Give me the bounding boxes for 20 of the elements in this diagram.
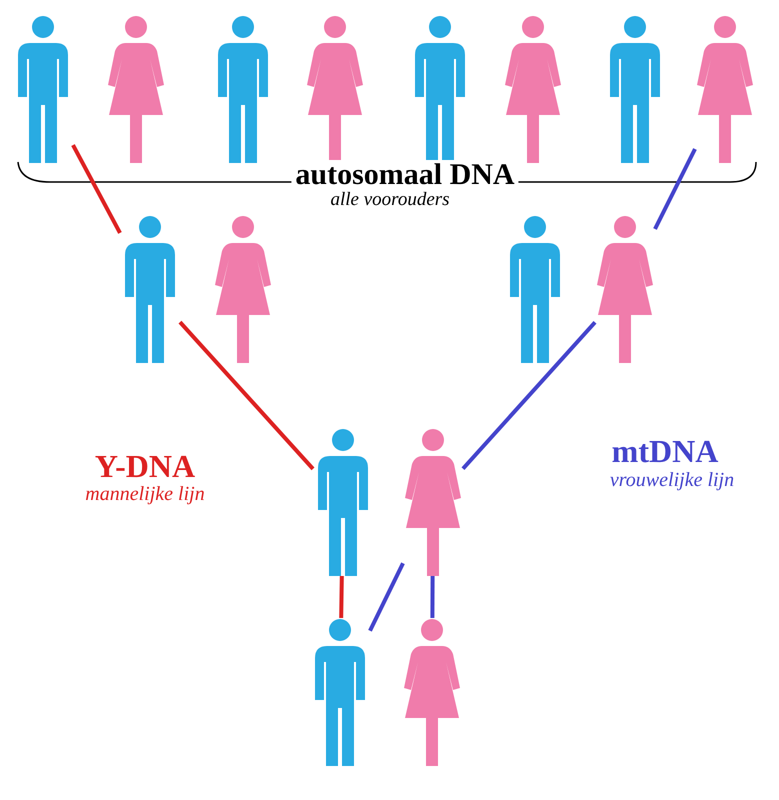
lineage-line: [339, 576, 344, 618]
woman-icon: [403, 428, 463, 576]
woman-icon: [305, 15, 365, 163]
woman-icon: [213, 215, 273, 363]
woman-icon: [695, 15, 755, 163]
group-subtitle: alle voorouders: [330, 190, 450, 209]
lineage-line: [430, 576, 435, 618]
woman-icon: [503, 15, 563, 163]
woman-icon: [595, 215, 655, 363]
lineage-line: [368, 562, 405, 632]
lineage-title: Y-DNA: [94, 450, 196, 482]
woman-icon: [402, 618, 462, 766]
lineage-title: mtDNA: [612, 435, 718, 467]
lineage-subtitle: vrouwelijke lijn: [610, 470, 734, 490]
lineage-subtitle: mannelijke lijn: [85, 484, 205, 504]
lineage-line: [71, 144, 122, 234]
lineage-line: [653, 148, 697, 230]
lineage-line: [462, 320, 596, 470]
woman-icon: [106, 15, 166, 163]
lineage-line: [178, 320, 314, 470]
